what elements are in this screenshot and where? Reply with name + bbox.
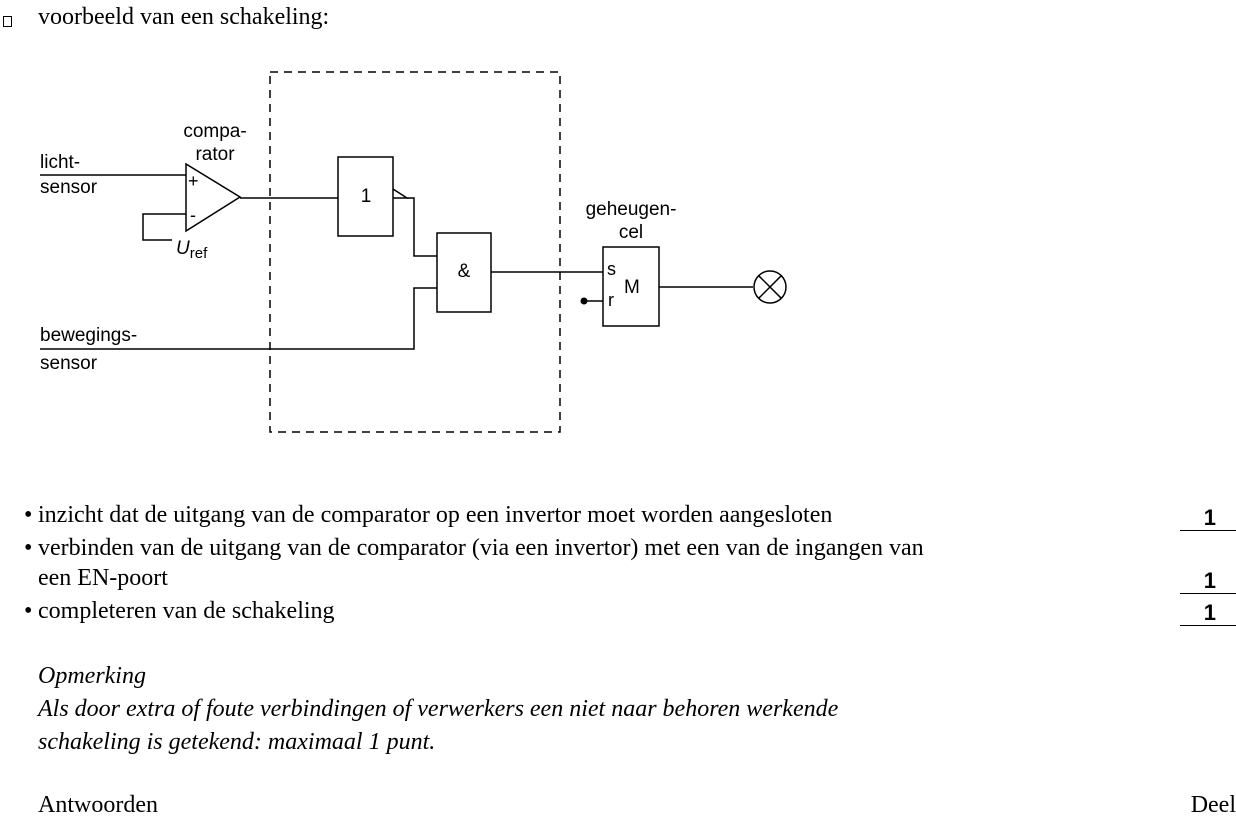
- comparator-label-1: compa-: [183, 121, 246, 142]
- uref-sub: ref: [190, 245, 208, 262]
- bullet-dot-icon: •: [24, 502, 33, 528]
- footer-left: Antwoorden: [38, 792, 158, 818]
- note-line-1: Als door extra of foute verbindingen of …: [38, 696, 839, 722]
- circuit-diagram: compa- rator + - Uref licht- sensor bewe…: [40, 71, 787, 433]
- and-gate: [436, 232, 492, 313]
- footer-right: Deel: [1190, 792, 1236, 818]
- memory-r: r: [608, 290, 614, 310]
- uref-label: Uref: [176, 238, 208, 262]
- criterion-2: •verbinden van de uitgang van de compara…: [24, 535, 924, 562]
- motion-sensor-wire: [40, 287, 437, 350]
- memory-cell: [602, 246, 660, 327]
- comparator-triangle: [185, 162, 242, 233]
- note-title: Opmerking: [38, 663, 146, 689]
- memory-s: s: [607, 259, 616, 279]
- memory-m: M: [624, 277, 640, 298]
- uref-wire: [142, 213, 186, 241]
- note-line-2: schakeling is getekend: maximaal 1 punt.: [38, 729, 436, 755]
- criterion-3-text: completeren van de schakeling: [38, 598, 335, 624]
- motion-sensor-label-1: bewegings-: [40, 325, 137, 346]
- memory-label-1: geheugen-: [586, 199, 677, 220]
- criterion-2-text-line2: een EN-poort: [38, 565, 168, 591]
- light-sensor-label-2: sensor: [40, 177, 98, 198]
- inverter-gate: [337, 156, 394, 237]
- inverter-label: 1: [361, 186, 372, 207]
- comparator-minus: -: [190, 205, 196, 225]
- inversion-mark: [392, 188, 410, 199]
- and-label: &: [458, 261, 471, 282]
- bullet-dot-icon: •: [24, 535, 33, 561]
- criterion-1-points: 1: [1180, 506, 1236, 531]
- criterion-3-points: 1: [1180, 601, 1236, 626]
- criterion-1-text: inzicht dat de uitgang van de comparator…: [38, 502, 833, 528]
- memory-label-2: cel: [619, 222, 643, 243]
- criterion-2-text-line1: verbinden van de uitgang van de comparat…: [38, 535, 924, 561]
- reset-dot-icon: [580, 297, 588, 305]
- dashed-processing-area: [269, 71, 561, 433]
- motion-sensor-label-2: sensor: [40, 353, 98, 374]
- checkbox-square-icon: [3, 16, 12, 27]
- comparator-label-2: rator: [195, 144, 235, 165]
- light-sensor-label-1: licht-: [40, 152, 80, 173]
- criterion-1: •inzicht dat de uitgang van de comparato…: [24, 502, 832, 529]
- heading-text: voorbeeld van een schakeling:: [38, 4, 330, 30]
- comparator-plus: +: [188, 171, 199, 191]
- uref-main: U: [176, 238, 190, 259]
- inverter-output-wire: [407, 197, 437, 257]
- bullet-dot-icon: •: [24, 598, 33, 624]
- criterion-2-points: 1: [1180, 569, 1236, 594]
- criterion-3: •completeren van de schakeling: [24, 598, 335, 625]
